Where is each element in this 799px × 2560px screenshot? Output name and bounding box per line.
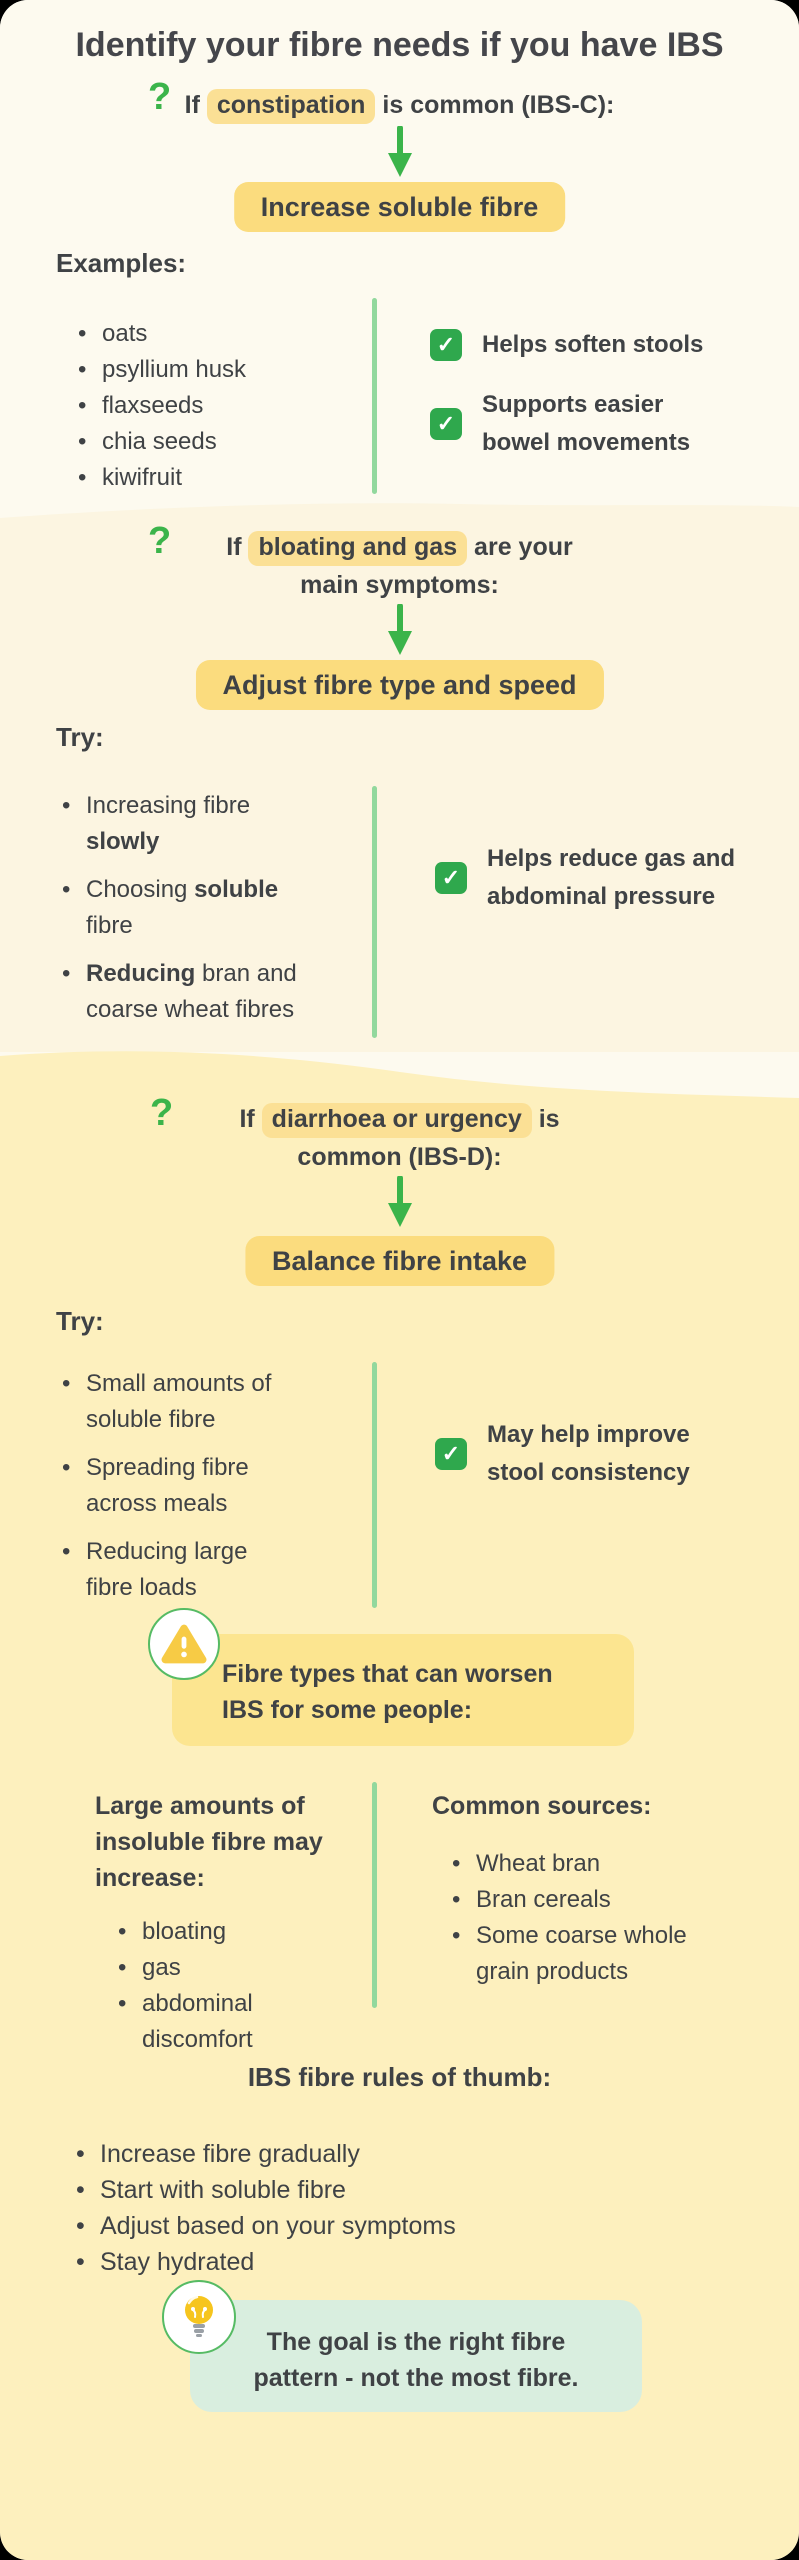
tip-text: The goal is the right fibre pattern - no…: [253, 2328, 579, 2392]
bullet-dot: •: [76, 2248, 85, 2276]
benefit-text: Helps reduce gas and abdominal pressure: [487, 845, 736, 910]
wave-divider-2: [0, 1051, 799, 1102]
checkmark-icon: ✓: [430, 329, 462, 361]
bullet-dot: •: [62, 960, 71, 987]
try-item: Reducing bran and coarse wheat fibres: [86, 960, 297, 1023]
vertical-divider: [372, 298, 377, 494]
highlight-diarrhoea-urgency: diarrhoea or urgency: [261, 1103, 532, 1138]
wave-divider-1: [0, 503, 799, 522]
checkmark-icon: ✓: [435, 862, 467, 894]
bullet-dot: •: [76, 2140, 85, 2168]
question-3-line1: If diarrhoea or urgency is: [0, 1102, 799, 1138]
try-label: Try:: [56, 1306, 104, 1336]
highlight-bloating-and-gas: bloating and gas: [248, 531, 468, 566]
bullet-dot: •: [452, 1850, 461, 1877]
down-arrow-icon: [387, 125, 413, 183]
bullet-dot: •: [62, 792, 71, 819]
example-item: psyllium husk: [102, 356, 247, 383]
question-mark-icon: ?: [150, 1092, 174, 1134]
bullet-dot: •: [78, 320, 87, 347]
symptom-item: abdominal discomfort: [142, 1990, 253, 2053]
example-item: chia seeds: [102, 428, 217, 455]
rules-heading: IBS fibre rules of thumb:: [247, 2062, 552, 2092]
example-item: oats: [102, 320, 148, 347]
warning-box: [172, 1634, 634, 1746]
try-item: Small amounts of soluble fibre: [86, 1370, 272, 1433]
source-item: Wheat bran: [476, 1850, 601, 1877]
try-item: Increasing fibre slowly: [86, 792, 251, 855]
down-arrow-icon: [387, 1175, 413, 1233]
try-item: Reducing large fibre loads: [86, 1538, 248, 1601]
source-item: Some coarse whole grain products: [476, 1922, 687, 1985]
examples-label: Examples:: [56, 248, 187, 278]
rule-item: Start with soluble fibre: [100, 2176, 346, 2204]
try-item: Spreading fibre across meals: [86, 1454, 249, 1517]
bullet-dot: •: [78, 464, 87, 491]
bullet-dot: •: [76, 2176, 85, 2204]
bullet-dot: •: [76, 2212, 85, 2240]
highlight-constipation: constipation: [206, 89, 376, 124]
question-mark-icon: ?: [148, 76, 172, 118]
common-sources-heading: Common sources:: [432, 1792, 652, 1820]
benefit-text: Helps soften stools: [482, 331, 704, 358]
checkmark-icon: ✓: [430, 408, 462, 440]
source-item: Bran cereals: [476, 1886, 611, 1913]
bullet-dot: •: [78, 392, 87, 419]
section-1-background: [0, 0, 799, 522]
vertical-divider: [372, 1782, 377, 2008]
benefit-row: ✓ Supports easier bowel movements: [430, 386, 690, 462]
example-item: flaxseeds: [102, 392, 204, 419]
bullet-dot: •: [118, 1954, 127, 1981]
bullet-dot: •: [62, 1454, 71, 1481]
action-chip-increase-soluble-fibre: Increase soluble fibre: [233, 182, 566, 232]
bullet-dot: •: [452, 1886, 461, 1913]
bullet-dot: •: [452, 1922, 461, 1949]
warning-text: Fibre types that can worsen IBS for some…: [222, 1660, 553, 1724]
question-2-line1: If bloating and gas are your: [0, 530, 799, 566]
action-chip-adjust-fibre: Adjust fibre type and speed: [195, 660, 604, 710]
bullet-dot: •: [78, 356, 87, 383]
symptom-item: gas: [142, 1954, 181, 1981]
page-title: Identify your fibre needs if you have IB…: [75, 26, 724, 64]
bullet-dot: •: [62, 1370, 71, 1397]
vertical-divider: [372, 1362, 377, 1608]
lightbulb-icon: [162, 2280, 236, 2354]
benefit-text: May help improve stool consistency: [487, 1421, 690, 1486]
symptom-item: bloating: [142, 1918, 227, 1945]
question-mark-icon: ?: [148, 520, 172, 562]
rule-item: Increase fibre gradually: [100, 2140, 360, 2168]
checkmark-icon: ✓: [435, 1438, 467, 1470]
down-arrow-icon: [387, 603, 413, 661]
benefit-row: ✓ Helps reduce gas and abdominal pressur…: [435, 840, 735, 916]
example-item: kiwifruit: [102, 464, 183, 491]
bullet-dot: •: [118, 1990, 127, 2017]
rule-item: Stay hydrated: [100, 2248, 255, 2276]
question-2-line2: main symptoms:: [300, 571, 499, 599]
bullet-dot: •: [118, 1918, 127, 1945]
bullet-dot: •: [62, 876, 71, 903]
insoluble-fibre-heading: Large amounts of insoluble fibre may inc…: [95, 1792, 323, 1892]
try-item: Choosing soluble fibre: [86, 876, 279, 939]
action-chip-balance-fibre: Balance fibre intake: [244, 1236, 555, 1286]
rule-item: Adjust based on your symptoms: [100, 2212, 456, 2240]
vertical-divider: [372, 786, 377, 1038]
bullet-dot: •: [78, 428, 87, 455]
tip-box: [190, 2300, 642, 2412]
question-1: If constipation is common (IBS-C):: [0, 88, 799, 124]
warning-icon: [148, 1608, 220, 1680]
benefit-text: Supports easier bowel movements: [482, 391, 691, 456]
bullet-dot: •: [62, 1538, 71, 1565]
benefit-row: ✓ Helps soften stools: [430, 326, 703, 364]
benefit-row: ✓ May help improve stool consistency: [435, 1416, 690, 1492]
try-label: Try:: [56, 722, 104, 752]
question-3-line2: common (IBS-D):: [297, 1143, 502, 1171]
